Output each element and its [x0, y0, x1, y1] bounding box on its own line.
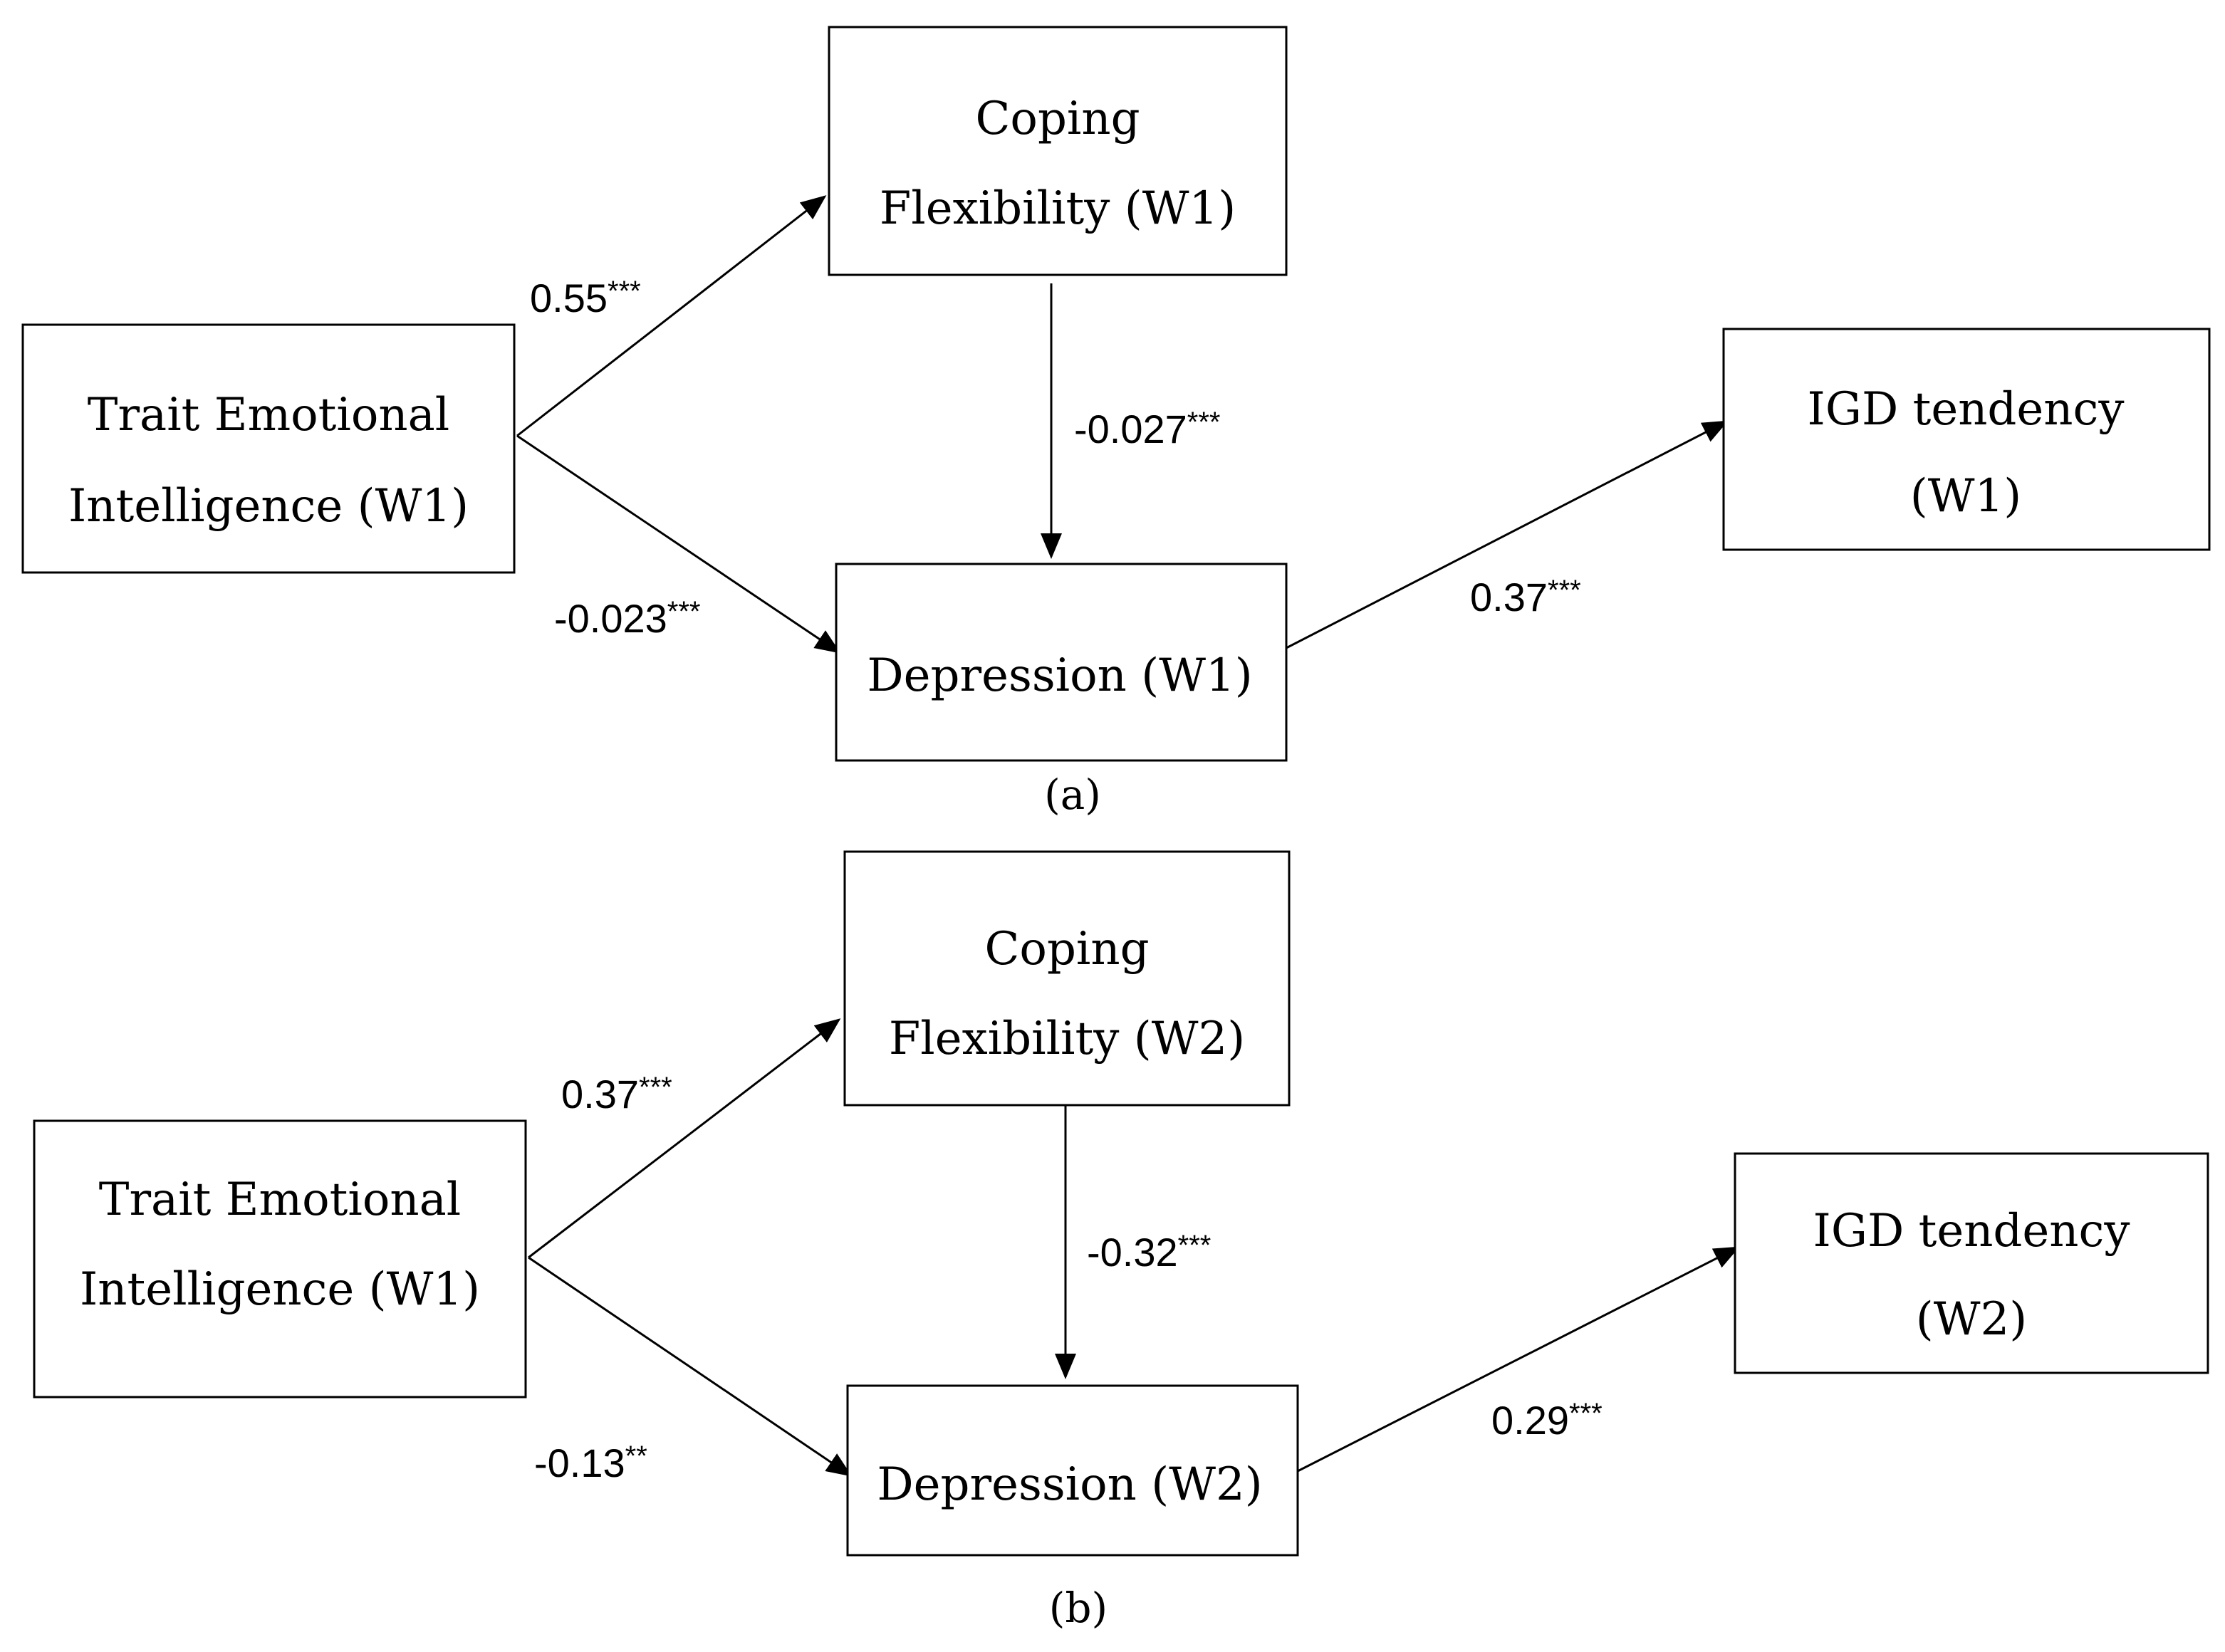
coef-b-coping-depression: -0.32*** — [1087, 1230, 1211, 1275]
path-a-tei-to-coping — [516, 195, 827, 437]
coef-sig: *** — [1178, 1230, 1211, 1261]
node-label-line: Flexibility (W2) — [889, 1013, 1245, 1065]
node-a-depression: Depression (W1) — [835, 563, 1288, 762]
node-b-coping: Coping Flexibility (W2) — [843, 850, 1291, 1107]
node-a-tei: Trait Emotional Intelligence (W1) — [21, 323, 516, 574]
node-a-coping: Coping Flexibility (W1) — [828, 26, 1288, 276]
node-b-depression: Depression (W2) — [846, 1384, 1299, 1557]
node-label-line: IGD tendency — [1808, 383, 2125, 436]
path-b-tei-to-coping — [528, 1018, 841, 1259]
coef-sig: *** — [1548, 575, 1581, 606]
coef-a-depression-igd: 0.37*** — [1470, 575, 1581, 620]
panel-b: Trait Emotional Intelligence (W1) Coping… — [33, 850, 2209, 1632]
node-label-line: Coping — [975, 93, 1140, 145]
path-b-tei-to-depression — [528, 1256, 853, 1477]
coef-b-tei-depression: -0.13** — [534, 1441, 647, 1485]
node-label-line: Flexibility (W1) — [880, 182, 1236, 235]
node-label-line: Trait Emotional — [88, 389, 449, 441]
panel-caption-b: (b) — [1049, 1584, 1108, 1632]
path-a-tei-to-depression — [516, 434, 841, 654]
node-label-line: (W2) — [1916, 1293, 2027, 1346]
node-a-igd: IGD tendency (W1) — [1722, 328, 2211, 551]
coef-a-tei-coping: 0.55*** — [530, 276, 641, 320]
panel-caption-a: (a) — [1044, 770, 1101, 819]
coef-sig: *** — [639, 1072, 672, 1103]
node-label-line: Intelligence (W1) — [68, 480, 469, 533]
node-label-line: Depression (W1) — [867, 649, 1252, 702]
coef-sig: *** — [1569, 1398, 1603, 1429]
node-label-line: Intelligence (W1) — [80, 1263, 480, 1316]
node-label-line: IGD tendency — [1813, 1205, 2130, 1258]
coef-value: 0.29 — [1491, 1398, 1569, 1443]
coef-sig: *** — [1187, 407, 1221, 438]
coef-sig: *** — [667, 596, 701, 627]
node-label-line: (W1) — [1910, 470, 2021, 523]
coef-value: -0.32 — [1087, 1230, 1178, 1275]
coef-value: -0.023 — [554, 596, 667, 641]
node-label-line: Trait Emotional — [99, 1173, 461, 1226]
panel-a: Trait Emotional Intelligence (W1) Coping… — [21, 26, 2211, 819]
coef-sig: *** — [608, 276, 641, 307]
node-b-tei: Trait Emotional Intelligence (W1) — [33, 1119, 527, 1399]
path-a-depression-to-igd — [1286, 420, 1729, 649]
coef-value: -0.13 — [534, 1441, 625, 1485]
node-label-line: Depression (W2) — [877, 1458, 1262, 1511]
coef-value: 0.37 — [1470, 575, 1548, 620]
node-label-line: Coping — [984, 923, 1149, 976]
coef-a-coping-depression: -0.027*** — [1074, 407, 1221, 451]
coef-value: 0.55 — [530, 276, 608, 320]
coef-a-tei-depression: -0.023*** — [554, 596, 701, 641]
node-b-igd: IGD tendency (W2) — [1734, 1152, 2209, 1374]
coef-b-tei-coping: 0.37*** — [561, 1072, 672, 1117]
coef-value: 0.37 — [561, 1072, 639, 1117]
coef-sig: ** — [625, 1441, 647, 1472]
coef-value: -0.027 — [1074, 407, 1187, 451]
path-b-depression-to-igd — [1297, 1246, 1740, 1473]
coef-b-depression-igd: 0.29*** — [1491, 1398, 1603, 1443]
